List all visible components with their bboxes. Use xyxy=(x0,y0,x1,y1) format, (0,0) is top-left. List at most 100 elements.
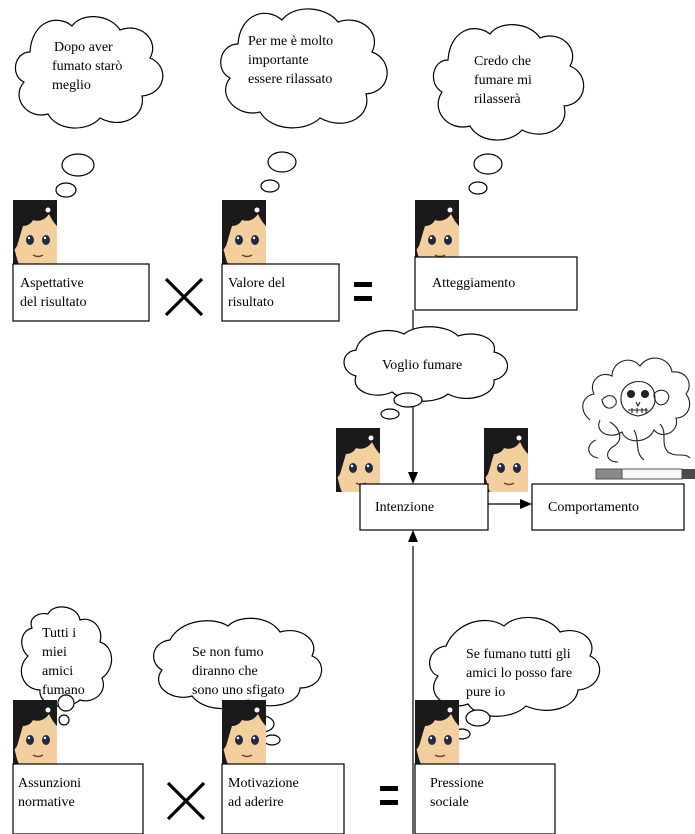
bubble-text-expectation: Dopo aver fumato starò meglio xyxy=(52,40,126,93)
cigarette-filter xyxy=(595,468,623,480)
cloud-normative xyxy=(20,606,113,707)
box-text-motivation: Motivazione ad aderire xyxy=(228,776,302,810)
avatar-motivation xyxy=(221,699,267,765)
avatar-normative xyxy=(12,699,58,765)
bubble-text-intention: Voglio fumare xyxy=(382,358,462,373)
trail-social-1 xyxy=(465,709,491,727)
box-motivation xyxy=(221,763,345,834)
trail-expectation-2 xyxy=(55,182,77,198)
bubble-line: Tutti i xyxy=(42,626,76,641)
box-line: risultato xyxy=(228,295,274,310)
box-line: normative xyxy=(18,795,75,810)
bubble-line: amici xyxy=(42,664,73,679)
arrowhead-to-intention-top xyxy=(408,472,418,484)
equals-operator-top xyxy=(354,282,372,301)
trail-intention-1 xyxy=(393,392,423,408)
bubble-line: Se fumano tutti gli xyxy=(466,647,571,662)
bubble-line: meglio xyxy=(52,78,91,93)
box-line: ad aderire xyxy=(228,795,284,810)
avatar-value xyxy=(221,199,267,265)
bubble-text-attitude: Credo che fumare mi rilasserà xyxy=(474,54,535,107)
trail-value-2 xyxy=(260,179,280,193)
cloud-motivation xyxy=(153,617,323,710)
trail-normative-2 xyxy=(58,714,70,726)
box-expectation xyxy=(12,263,150,322)
bubble-line: sono uno sfigato xyxy=(192,683,285,698)
box-line: Pressione xyxy=(430,776,484,791)
box-behaviour xyxy=(531,483,685,531)
bubble-text-normative: Tutti i miei amici fumano xyxy=(42,626,85,698)
bubble-text-motivation: Se non fumo diranno che sono uno sfigato xyxy=(192,645,285,698)
arrowheads xyxy=(408,472,532,542)
cloud-attitude xyxy=(432,24,585,141)
trail-intention-2 xyxy=(380,408,400,420)
bubble-line: fumato starò xyxy=(52,59,122,74)
box-line: del risultato xyxy=(20,295,87,310)
cloud-expectation xyxy=(14,16,164,129)
box-attitude xyxy=(414,256,578,311)
box-text-normative: Assunzioni normative xyxy=(18,776,85,810)
bubble-line: importante xyxy=(248,53,309,68)
bubble-texts: Dopo aver fumato starò meglio Per me è m… xyxy=(42,34,576,700)
box-text-social: Pressione sociale xyxy=(430,776,487,810)
avatar-behaviour xyxy=(483,427,529,493)
box-line: Valore del xyxy=(228,276,285,291)
avatar-social xyxy=(414,699,460,765)
box-text-attitude: Atteggiamento xyxy=(432,276,515,291)
bubble-text-value: Per me è molto importante essere rilassa… xyxy=(248,34,337,87)
bubble-line: diranno che xyxy=(192,664,258,679)
box-line: Intenzione xyxy=(375,500,434,515)
concept-boxes xyxy=(12,256,685,834)
equals-operator-bottom xyxy=(380,786,398,805)
box-line: Comportamento xyxy=(548,500,639,515)
bubble-text-social: Se fumano tutti gli amici lo posso fare … xyxy=(466,647,576,700)
bubble-line: rilasserà xyxy=(474,92,521,107)
cigarette-body xyxy=(621,468,683,480)
trail-attitude-1 xyxy=(473,153,503,175)
box-line: sociale xyxy=(430,795,469,810)
skull-smoke-illustration xyxy=(582,357,691,463)
box-social xyxy=(414,763,556,834)
box-line: Assunzioni xyxy=(18,776,81,791)
box-line: Atteggiamento xyxy=(432,276,515,291)
box-text-behaviour: Comportamento xyxy=(548,500,639,515)
bubble-line: miei xyxy=(42,645,67,660)
avatar-intention xyxy=(335,427,381,493)
cigarette-tip xyxy=(682,469,695,479)
trail-expectation-1 xyxy=(61,153,95,177)
arrowhead-to-behaviour xyxy=(520,499,532,509)
box-line: Motivazione xyxy=(228,776,299,791)
thought-trails xyxy=(55,151,503,746)
times-operator-bottom xyxy=(166,781,206,821)
equals-operators xyxy=(354,282,398,805)
bubble-line: Per me è molto xyxy=(248,34,333,49)
bubble-line: essere rilassato xyxy=(248,72,332,87)
box-text-value: Valore del risultato xyxy=(228,276,289,310)
bubble-line: Credo che xyxy=(474,54,531,69)
box-text-expectation: Aspettative del risultato xyxy=(20,276,87,310)
times-operator-top xyxy=(164,277,204,317)
box-text-intention: Intenzione xyxy=(375,500,434,515)
bubble-line: Voglio fumare xyxy=(382,358,462,373)
box-value xyxy=(221,263,340,322)
operators xyxy=(164,277,206,821)
cloud-intention xyxy=(343,326,509,402)
bubble-line: pure io xyxy=(466,685,505,700)
avatar-expectation xyxy=(12,199,58,265)
trail-normative-1 xyxy=(57,694,75,712)
bubble-line: Se non fumo xyxy=(192,645,264,660)
box-texts: Aspettative del risultato Valore del ris… xyxy=(18,276,639,810)
box-normative xyxy=(12,763,144,834)
trail-motivation-2 xyxy=(263,734,281,746)
bubble-line: Dopo aver xyxy=(54,40,113,55)
cigarette-illustration xyxy=(595,468,695,480)
arrowhead-to-intention-bottom xyxy=(408,530,418,542)
avatar-attitude xyxy=(414,199,460,265)
trail-attitude-2 xyxy=(468,181,488,195)
bubble-line: amici lo posso fare xyxy=(466,666,572,681)
trail-value-1 xyxy=(267,151,297,173)
bubble-line: fumano xyxy=(42,683,85,698)
thought-bubbles xyxy=(14,8,601,717)
box-line: Aspettative xyxy=(20,276,84,291)
